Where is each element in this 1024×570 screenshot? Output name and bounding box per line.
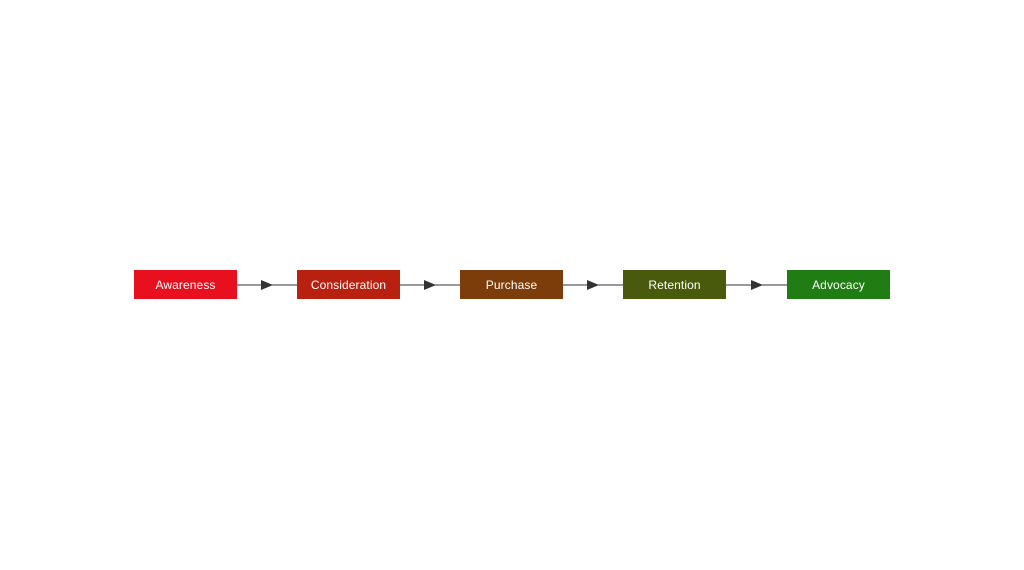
node-label: Retention <box>648 277 701 292</box>
arrowhead-icon <box>587 280 599 290</box>
node-advocacy[interactable]: Advocacy <box>787 270 890 299</box>
node-purchase[interactable]: Purchase <box>460 270 563 299</box>
arrowhead-icon <box>751 280 763 290</box>
edge-retention-advocacy <box>726 280 787 290</box>
arrowhead-icon <box>424 280 436 290</box>
node-label: Advocacy <box>812 277 865 292</box>
node-awareness[interactable]: Awareness <box>134 270 237 299</box>
edge-purchase-retention <box>563 280 623 290</box>
node-label: Purchase <box>485 277 538 292</box>
node-retention[interactable]: Retention <box>623 270 726 299</box>
node-consideration[interactable]: Consideration <box>297 270 400 299</box>
arrowhead-icon <box>261 280 273 290</box>
edge-awareness-consideration <box>237 280 297 290</box>
edge-consideration-purchase <box>400 280 460 290</box>
node-label: Awareness <box>155 277 216 292</box>
node-label: Consideration <box>310 277 387 292</box>
